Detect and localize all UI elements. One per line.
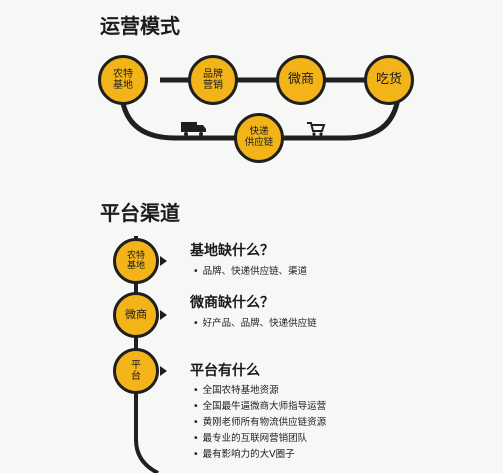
channel-title-platform: 平台有什么 bbox=[190, 363, 260, 379]
node-line: 快递 bbox=[249, 126, 269, 138]
node-line: 基地 bbox=[126, 261, 145, 271]
flow-loop-right bbox=[284, 97, 401, 141]
node-line: 农特 bbox=[113, 68, 133, 80]
node-line: 台 bbox=[131, 371, 141, 382]
flow-node-wechat: 微商 bbox=[276, 55, 326, 105]
list-item: 黄刚老师所有物流供应链资源 bbox=[193, 414, 327, 428]
arrow-right-icon bbox=[160, 256, 167, 266]
list-item: 最专业的互联网营销团队 bbox=[193, 430, 308, 444]
channel-line bbox=[134, 236, 159, 473]
channel-node-origin: 农特基地 bbox=[113, 238, 159, 284]
list-item: 全国农特基地资源 bbox=[193, 382, 279, 396]
list-item: 全国最牛逼微商大师指导运营 bbox=[193, 398, 327, 412]
list-item: 最有影响力的大V圈子 bbox=[193, 446, 295, 460]
flow-loop-left bbox=[119, 97, 236, 141]
channel-title-origin: 基地缺什么？ bbox=[190, 243, 274, 259]
truck-icon bbox=[181, 122, 206, 136]
operation-mode-heading: 运营模式 bbox=[100, 14, 180, 38]
channel-node-platform: 平台 bbox=[113, 348, 159, 394]
cart-icon bbox=[307, 122, 326, 136]
arrow-right-icon bbox=[160, 310, 167, 320]
flow-node-supply: 快递供应链 bbox=[234, 113, 284, 163]
node-line: 品牌 bbox=[203, 68, 223, 80]
channel-node-wechat: 微商 bbox=[113, 292, 159, 338]
node-line: 微商 bbox=[287, 71, 314, 87]
flow-node-foodie: 吃货 bbox=[364, 55, 414, 105]
list-item: 品牌、快递供应链、渠道 bbox=[193, 263, 308, 277]
flow-node-brand: 品牌营销 bbox=[188, 55, 238, 105]
node-line: 微商 bbox=[125, 307, 147, 321]
arrow-right-icon bbox=[160, 366, 167, 376]
node-line: 吃货 bbox=[375, 71, 402, 87]
channel-heading: 平台渠道 bbox=[100, 201, 180, 225]
flow-node-origin: 农特基地 bbox=[98, 55, 148, 105]
node-line: 基地 bbox=[113, 80, 133, 91]
list-item: 好产品、品牌、快递供应链 bbox=[193, 315, 317, 329]
node-line: 供应链 bbox=[244, 137, 274, 148]
node-line: 农特 bbox=[126, 250, 145, 261]
node-line: 平 bbox=[131, 359, 141, 371]
channel-title-wechat: 微商缺什么？ bbox=[190, 295, 274, 311]
node-line: 营销 bbox=[203, 80, 223, 91]
